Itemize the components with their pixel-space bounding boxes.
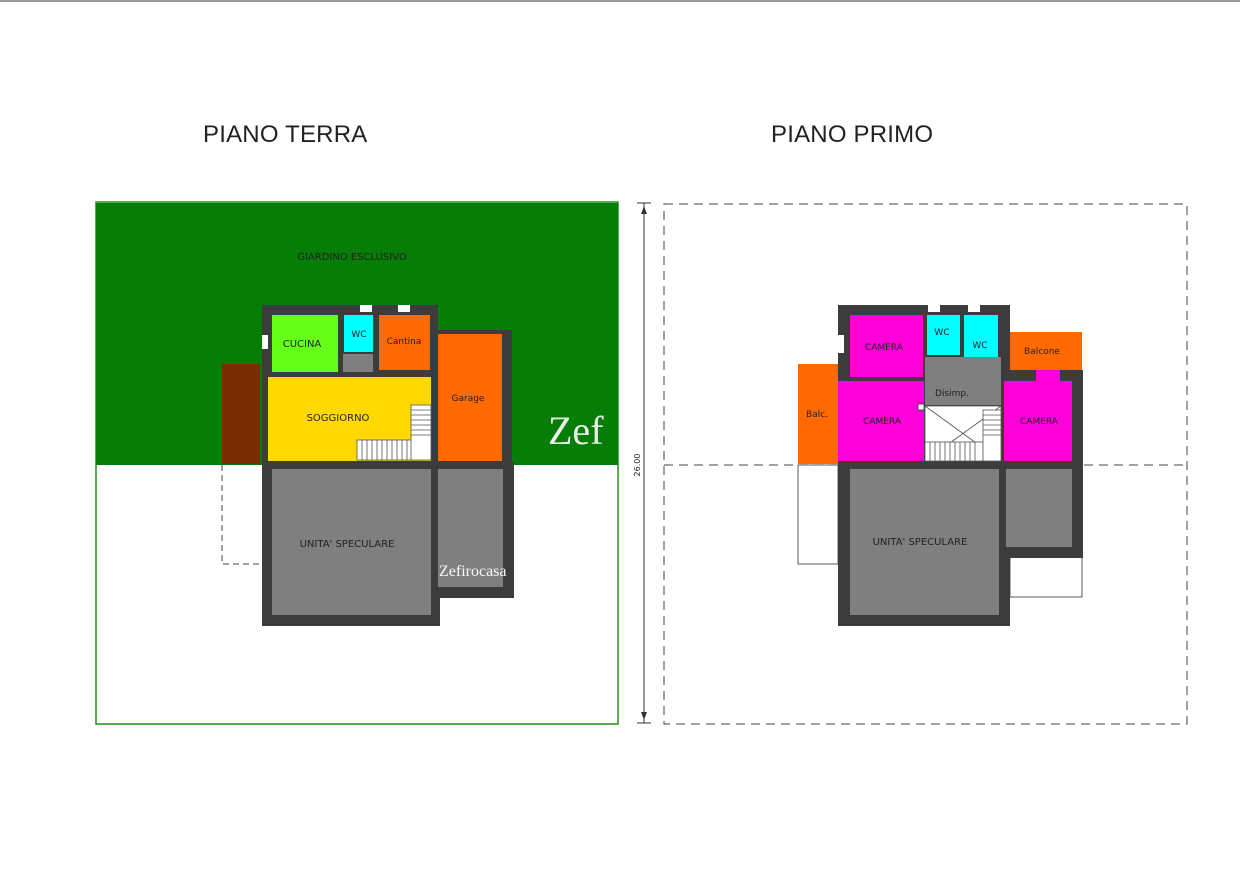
first-mirror-unit-label: UNITA' SPECULARE bbox=[873, 537, 968, 548]
mirror-unit-label: UNITA' SPECULARE bbox=[300, 539, 395, 550]
balc-label: Balc. bbox=[806, 410, 828, 420]
cucina-label: CUCINA bbox=[283, 339, 322, 350]
window-mark bbox=[968, 305, 980, 312]
room-wc bbox=[344, 315, 373, 352]
first-mirror-unit-side bbox=[1006, 469, 1072, 547]
watermark-small: Zefirocasa bbox=[439, 563, 507, 580]
wc-label: WC bbox=[351, 330, 366, 340]
first-floor-plan: CAMERA WC WC Balcone Disimp. Balc. CAMER… bbox=[663, 203, 1188, 725]
wc-left-label: WC bbox=[934, 328, 949, 338]
balcone-label: Balcone bbox=[1024, 347, 1060, 357]
cantina-label: Cantina bbox=[387, 337, 422, 347]
garage-label: Garage bbox=[452, 394, 485, 404]
ground-stairs bbox=[356, 404, 432, 461]
soggiorno-label: SOGGIORNO bbox=[307, 413, 370, 424]
window-mark bbox=[398, 305, 410, 312]
wc-right-label: WC bbox=[972, 341, 987, 351]
first-lot-outline bbox=[663, 203, 1188, 725]
balc-left bbox=[798, 364, 838, 464]
room-garage bbox=[438, 334, 502, 461]
camera-top-label: CAMERA bbox=[865, 343, 904, 353]
disimpegno-label: Disimp. bbox=[935, 389, 969, 399]
top-border-line bbox=[0, 0, 1240, 2]
room-disimpegno bbox=[925, 357, 1001, 405]
room-cucina bbox=[272, 315, 338, 372]
ground-floor-plan: GIARDINO ESCLUSIVO CUCINA WC Cantina Gar… bbox=[95, 201, 619, 725]
mirror-unit-garage bbox=[438, 469, 503, 587]
camera-left-label: CAMERA bbox=[863, 417, 902, 427]
dimension-line bbox=[637, 202, 651, 724]
room-cantina bbox=[379, 315, 430, 370]
mirror-unit-room bbox=[272, 469, 431, 615]
garden-label: GIARDINO ESCLUSIVO bbox=[297, 252, 407, 263]
room-camera-top bbox=[850, 315, 923, 377]
ground-floor-title: PIANO TERRA bbox=[203, 121, 368, 148]
window-mark bbox=[928, 305, 940, 312]
balcone-right bbox=[1010, 332, 1082, 370]
watermark-large: Zef bbox=[548, 408, 604, 453]
mirror-balcony-outline bbox=[797, 464, 839, 565]
window-mark bbox=[838, 335, 844, 353]
mirror-balcone-outline bbox=[1009, 556, 1083, 598]
entrance-porch bbox=[222, 364, 260, 464]
first-floor-title: PIANO PRIMO bbox=[771, 121, 934, 148]
first-mirror-unit-room bbox=[850, 469, 999, 615]
room-camera-right bbox=[1004, 381, 1072, 461]
corridor bbox=[343, 354, 373, 372]
room-camera-left bbox=[838, 381, 924, 461]
camera-right-extension bbox=[1036, 370, 1060, 382]
door-mark bbox=[917, 403, 925, 411]
first-stairs bbox=[924, 405, 1002, 462]
window-mark bbox=[262, 335, 268, 349]
room-wc-left bbox=[927, 315, 960, 355]
camera-right-label: CAMERA bbox=[1020, 417, 1059, 427]
ground-dashed-outline bbox=[221, 465, 262, 565]
window-mark bbox=[360, 305, 372, 312]
dimension-label: 26.00 bbox=[633, 454, 642, 477]
